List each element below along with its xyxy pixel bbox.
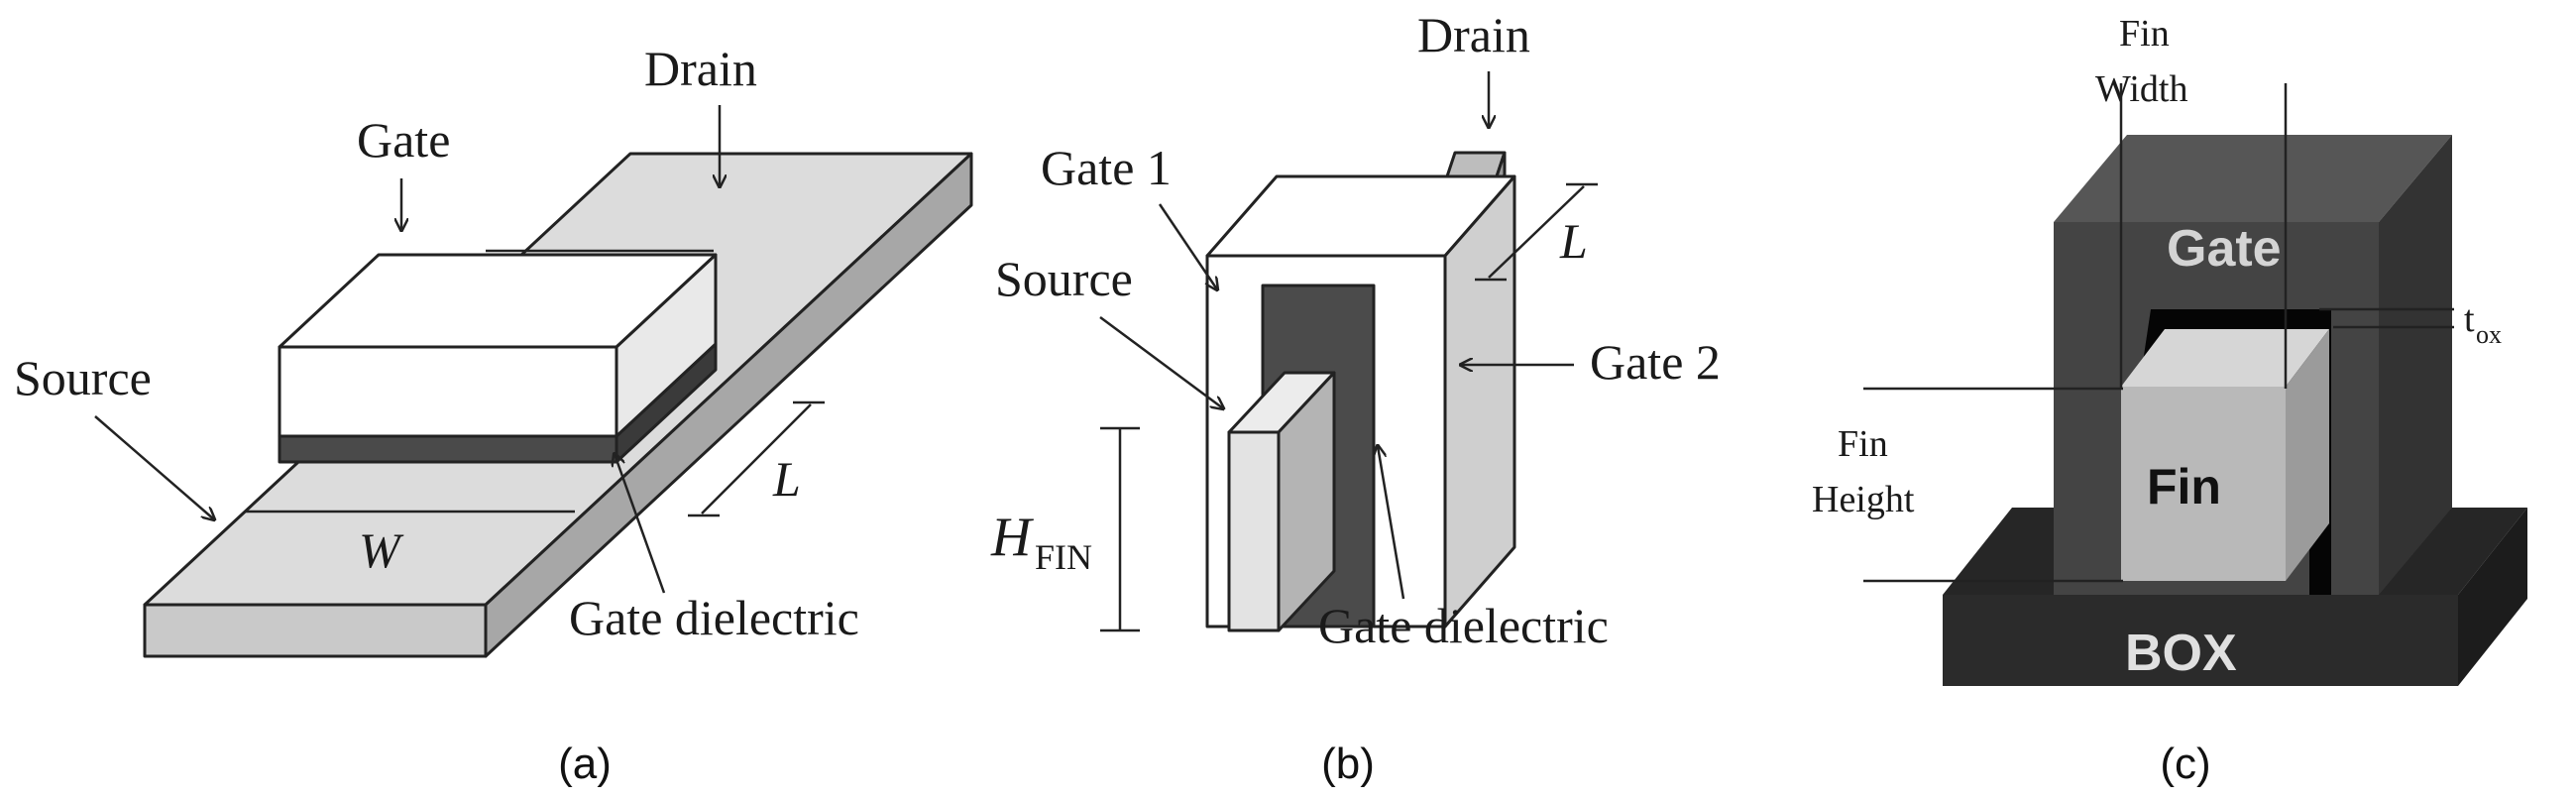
gate-dielectric-label-b: Gate dielectric — [1318, 598, 1609, 653]
box-label: BOX — [2125, 625, 2237, 682]
fin-structure — [2121, 329, 2329, 581]
fin-height-label-line1: Fin — [1838, 423, 1888, 465]
drain-label-b: Drain — [1417, 7, 1530, 62]
length-dimension — [688, 400, 825, 517]
panel-a-planar-transistor: Gate Drain Source L W Gate dielectric (a… — [14, 41, 973, 788]
fin-block — [1227, 371, 1336, 632]
fin-width-label-line2: Width — [2095, 68, 2187, 110]
source-label: Source — [14, 350, 152, 405]
panel-c-caption: (c) — [2160, 740, 2210, 788]
gate-dielectric-label: Gate dielectric — [569, 590, 859, 645]
gate1-label: Gate 1 — [1041, 140, 1172, 195]
panel-c-finfet-cross-section: Gate Fin BOX Fin Width t ox Fin Height (… — [1812, 13, 2527, 788]
gate-block — [278, 253, 718, 438]
gate-label-c: Gate — [2167, 220, 2282, 278]
fin-width-label-line1: Fin — [2119, 13, 2170, 55]
source-label-b: Source — [995, 251, 1133, 306]
drain-label: Drain — [644, 41, 757, 96]
panel-a-caption: (a) — [558, 740, 612, 788]
fin-label-c: Fin — [2147, 459, 2221, 514]
source-arrow-b — [1099, 315, 1223, 408]
panel-b-caption: (b) — [1321, 740, 1375, 788]
length-label: L — [772, 451, 801, 507]
tox-subscript: ox — [2476, 320, 2502, 349]
gate-dielectric-arrow — [615, 454, 666, 594]
width-label: W — [359, 522, 404, 578]
fin-height-label-line2: Height — [1812, 479, 1915, 520]
gate1-arrow — [1158, 203, 1217, 289]
gate2-label: Gate 2 — [1590, 334, 1721, 390]
h-fin-subscript: FIN — [1035, 537, 1092, 577]
length-label-b: L — [1559, 213, 1588, 269]
gate-label: Gate — [357, 112, 450, 168]
panel-b-double-gate: Drain Gate 1 Source L Gate 2 H FIN Gate … — [990, 7, 1721, 788]
length-dimension-b — [1475, 182, 1598, 282]
height-dimension — [1100, 426, 1140, 632]
source-arrow — [94, 415, 214, 519]
tox-label: t — [2464, 298, 2475, 340]
h-fin-label: H — [990, 507, 1034, 568]
gate-dielectric-arrow-b — [1378, 446, 1405, 600]
